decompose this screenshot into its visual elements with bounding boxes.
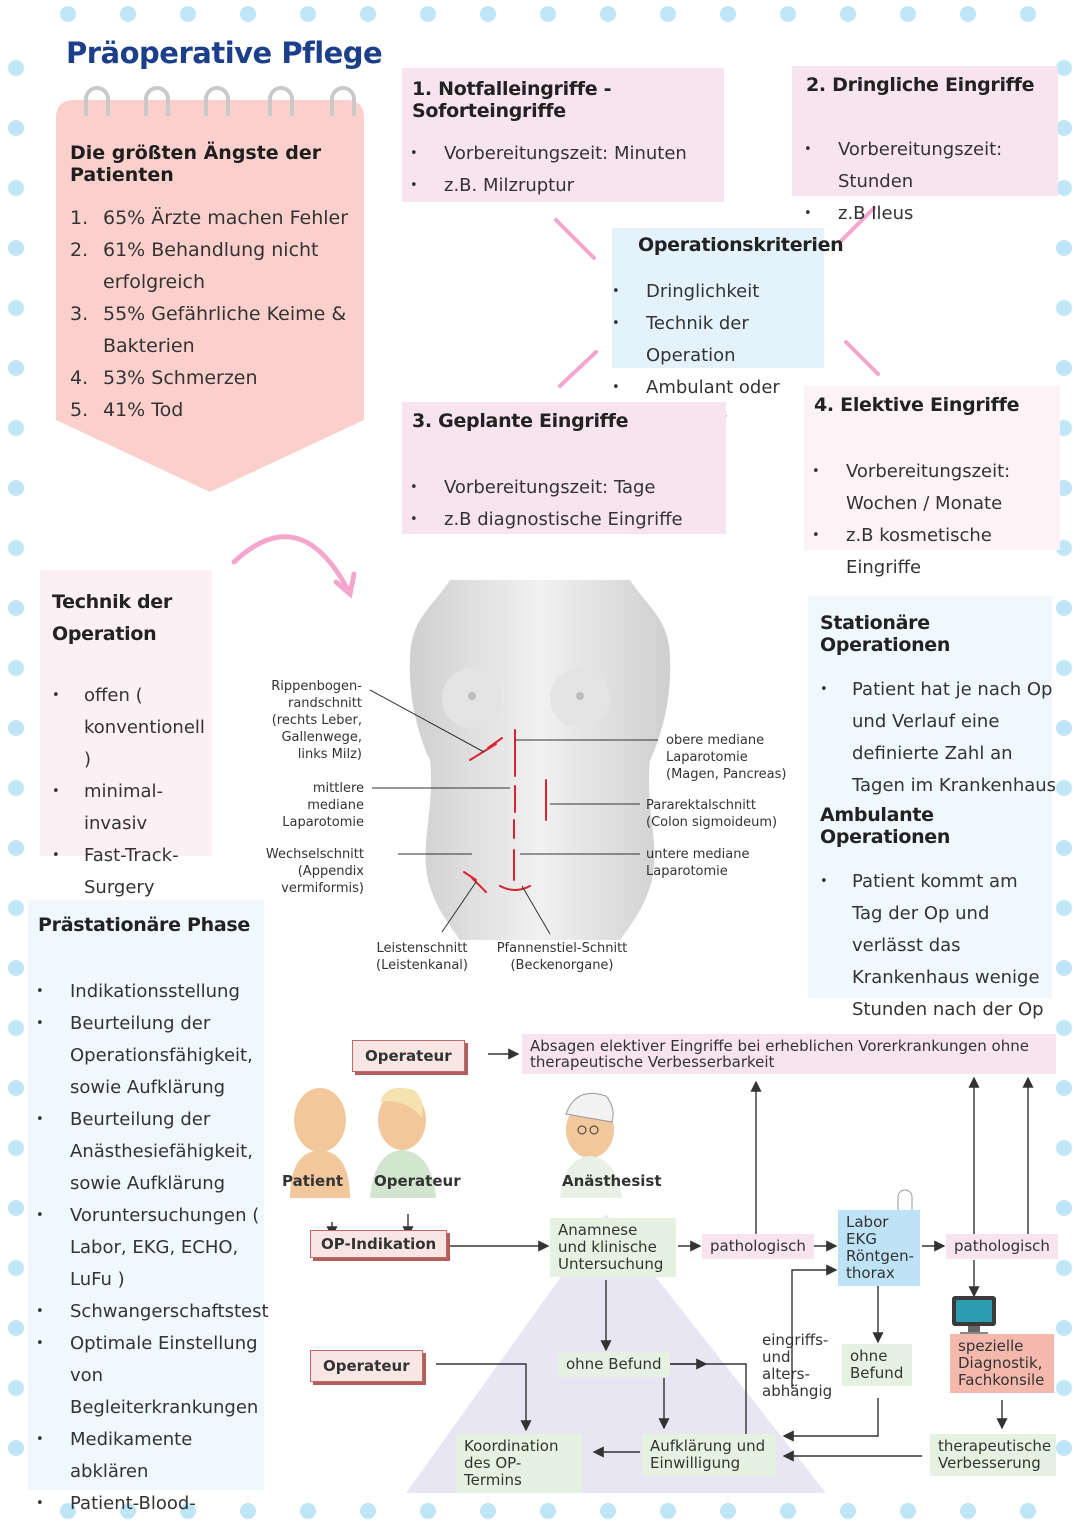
label-pararektal: Pararektalschnitt (Colon sigmoideum)	[646, 798, 778, 830]
list-item: Fast-Track-Surgery	[44, 840, 212, 904]
list-item: Medikamente abklären	[28, 1424, 264, 1488]
ambulant-title: Ambulante Operationen	[820, 804, 951, 848]
category-urgent: 2. Dringliche Eingriffe Vorbereitungszei…	[792, 66, 1058, 230]
list-item: 2.61% Behandlung nicht erfolgreich	[70, 239, 319, 293]
label-rippenbogen: Rippenbogen-randschnitt (rechts Leber, G…	[271, 679, 362, 762]
labor-node: Labor EKG Röntgen-thorax	[838, 1210, 920, 1286]
label-leisten: Leistenschnitt (Leistenkanal)	[376, 941, 468, 973]
fears-card: Die größten Ängste der Patienten 1.65% Ä…	[56, 86, 364, 492]
op-indikation-box: OP-Indikation	[310, 1230, 448, 1258]
technique-title: Technik der Operation	[52, 591, 172, 645]
category-emergency: 1. Notfalleingriffe - Soforteingriffe Vo…	[402, 68, 724, 202]
category-title: 4. Elektive Eingriffe	[814, 394, 1020, 416]
anamnese-node: Anamnese und klinische Untersuchung	[550, 1218, 676, 1277]
binder-ring-icon	[84, 86, 110, 116]
preop-flowchart: Operateur Absagen elektiver Eingriffe be…	[276, 1028, 1066, 1498]
binder-ring-icon	[144, 86, 170, 116]
stationary-title: Stationäre Operationen	[820, 612, 951, 656]
therapeutische-node: therapeutische Verbesserung	[930, 1434, 1056, 1476]
prestation-title: Prästationäre Phase	[38, 914, 250, 936]
list-item: minimal-invasiv	[44, 776, 212, 840]
category-elective: 4. Elektive Eingriffe Vorbereitungszeit:…	[804, 386, 1060, 578]
list-item: Optimale Einstellung von Begleiterkranku…	[28, 1328, 264, 1424]
fears-list: 1.65% Ärzte machen Fehler 2.61% Behandlu…	[70, 202, 360, 426]
binder-ring-icon	[330, 86, 356, 116]
fears-title: Die größten Ängste der Patienten	[70, 142, 322, 186]
patient-label: Patient	[282, 1172, 344, 1190]
list-item: 4.53% Schmerzen	[70, 367, 258, 389]
list-item: Voruntersuchungen ( Labor, EKG, ECHO, Lu…	[28, 1200, 264, 1296]
criteria-box: Operationskriterien Dringlichkeit Techni…	[612, 228, 844, 430]
pathologisch-node: pathologisch	[702, 1234, 814, 1259]
technique-box: Technik der Operation offen ( konvention…	[40, 570, 212, 898]
list-item: offen ( konventionell )	[44, 680, 212, 776]
list-item: Technik der Operation	[604, 308, 834, 372]
monitor-icon	[952, 1296, 996, 1336]
person-icon	[290, 1087, 622, 1198]
list-item: Schwangerschaftstest	[28, 1296, 269, 1328]
ambulant-text: Patient kommt am Tag der Op und verlässt…	[812, 866, 1052, 1026]
list-item: z.B Ileus	[796, 198, 1062, 230]
list-item: 5.41% Tod	[70, 399, 184, 421]
list-item: Dringlichkeit	[604, 276, 834, 308]
list-item: z.B kosmetische Eingriffe	[804, 520, 1060, 584]
stationary-ambulant-box: Stationäre Operationen Patient hat je na…	[808, 596, 1056, 1020]
binder-ring-icon	[204, 86, 230, 116]
absagen-node: Absagen elektiver Eingriffe bei erheblic…	[522, 1034, 1056, 1074]
page-title: Präoperative Pflege	[66, 36, 383, 70]
list-item: z.B. Milzruptur	[402, 170, 724, 202]
list-item: Beurteilung der Operationsfähigkeit, sow…	[28, 1008, 264, 1104]
ohne-befund-node: ohne Befund	[842, 1344, 912, 1386]
operateur-box: Operateur	[310, 1350, 423, 1382]
label-wechsel: Wechselschnitt (Appendix vermiformis)	[265, 847, 364, 896]
label-untere: untere mediane Laparotomie	[646, 847, 750, 879]
category-title: 1. Notfalleingriffe - Soforteingriffe	[412, 78, 612, 122]
criteria-title: Operationskriterien	[638, 234, 844, 256]
operateur-box: Operateur	[352, 1040, 465, 1072]
aufklaerung-node: Aufklärung und Einwilligung	[642, 1434, 776, 1476]
torso-illustration	[369, 580, 671, 940]
label-pfannenstiel: Pfannenstiel-Schnitt (Beckenorgane)	[496, 941, 628, 973]
list-item: z.B diagnostische Eingriffe	[402, 504, 726, 536]
list-item: Patient-Blood-Management	[28, 1488, 264, 1527]
list-item: Vorbereitungszeit: Tage	[402, 472, 726, 504]
anaesthesist-label: Anästhesist	[562, 1172, 662, 1190]
binder-ring-icon	[268, 86, 294, 116]
incision-diagram: Rippenbogen-randschnitt (rechts Leber, G…	[260, 580, 790, 980]
koordination-node: Koordination des OP-Termins	[456, 1434, 582, 1493]
list-item: Vorbereitungszeit: Stunden	[796, 134, 1062, 198]
category-title: 2. Dringliche Eingriffe	[806, 74, 1035, 96]
label-obere: obere mediane Laparotomie (Magen, Pancre…	[666, 733, 787, 782]
stationary-text: Patient hat je nach Op und Verlauf eine …	[812, 674, 1060, 802]
pathologisch-node: pathologisch	[946, 1234, 1058, 1259]
spezielle-diagnostik-node: spezielle Diagnostik, Fachkonsile	[950, 1334, 1054, 1393]
list-item: Vorbereitungszeit: Wochen / Monate	[804, 456, 1060, 520]
eingriffs-label: eingriffs- und alters- abhängig	[762, 1331, 833, 1400]
list-item: Beurteilung der Anästhesiefähigkeit, sow…	[28, 1104, 264, 1200]
category-title: 3. Geplante Eingriffe	[412, 410, 629, 432]
category-planned: 3. Geplante Eingriffe Vorbereitungszeit:…	[402, 402, 726, 536]
list-item: Vorbereitungszeit: Minuten	[402, 138, 724, 170]
fears-card-shape	[56, 100, 364, 492]
list-item: Indikationsstellung	[28, 976, 264, 1008]
label-mittlere: mittlere mediane Laparotomie	[282, 781, 364, 830]
operateur-figure-label: Operateur	[374, 1172, 461, 1190]
list-item: 1.65% Ärzte machen Fehler	[70, 207, 349, 229]
prestation-box: Prästationäre Phase Indikationsstellung …	[28, 900, 269, 1527]
list-item: 3.55% Gefährliche Keime & Bakterien	[70, 303, 347, 357]
ohne-befund-node: ohne Befund	[558, 1352, 670, 1377]
